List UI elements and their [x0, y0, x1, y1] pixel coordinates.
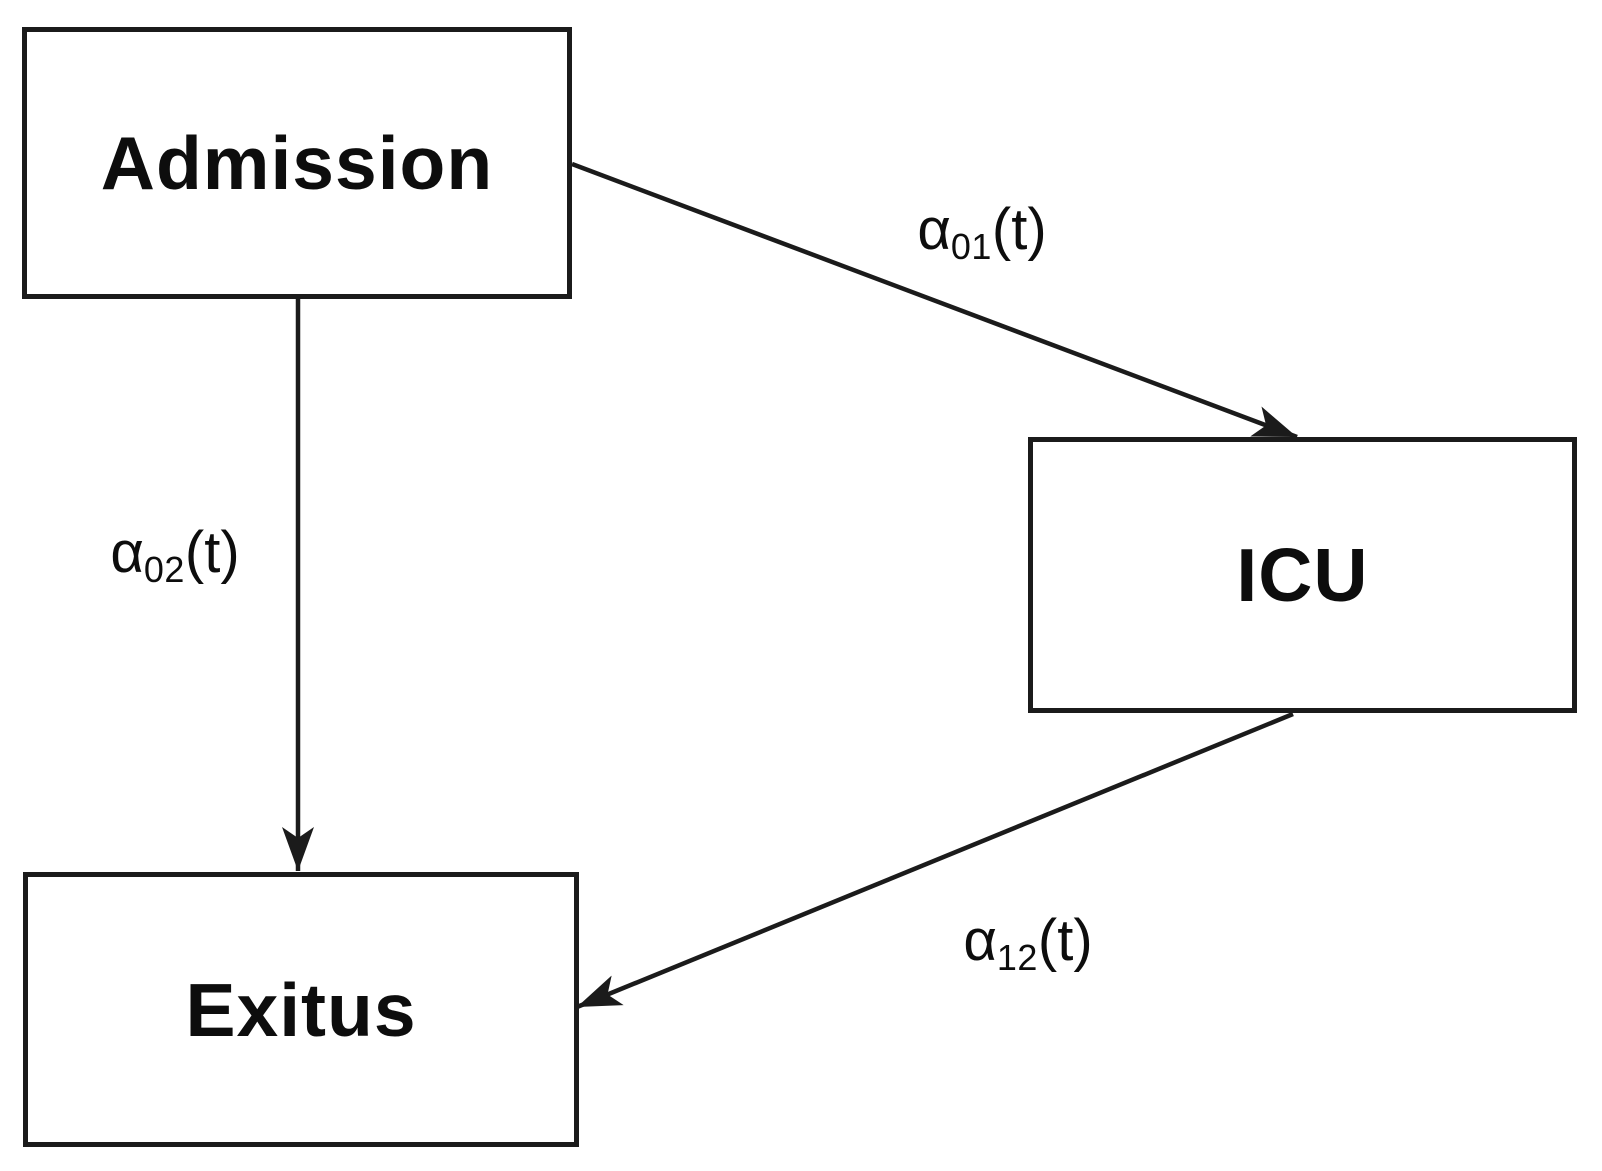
arrow-admission-to-icu: [571, 161, 1298, 440]
edge-a01-subscript: 01: [950, 226, 992, 268]
edge-a01-suffix: (t): [991, 196, 1047, 262]
edge-a12-subscript: 12: [996, 937, 1038, 979]
edge-label-a02: α02(t): [110, 519, 239, 591]
node-admission-label: Admission: [100, 121, 494, 205]
edge-label-a01: α01(t): [917, 196, 1046, 268]
node-exitus-label: Exitus: [185, 967, 417, 1052]
node-admission: Admission: [22, 27, 572, 299]
edge-label-a12: α12(t): [963, 907, 1092, 979]
edge-a02-subscript: 02: [143, 549, 185, 591]
edge-a02-suffix: (t): [184, 519, 240, 585]
edge-a01-symbol: α: [917, 196, 951, 262]
edge-a02-symbol: α: [110, 519, 144, 585]
edge-a12-suffix: (t): [1037, 907, 1093, 973]
arrow-icu-to-exitus: [576, 711, 1294, 1010]
node-icu-label: ICU: [1236, 533, 1369, 617]
node-exitus: Exitus: [23, 872, 579, 1147]
edge-a12-symbol: α: [963, 907, 997, 973]
node-icu: ICU: [1028, 437, 1577, 713]
